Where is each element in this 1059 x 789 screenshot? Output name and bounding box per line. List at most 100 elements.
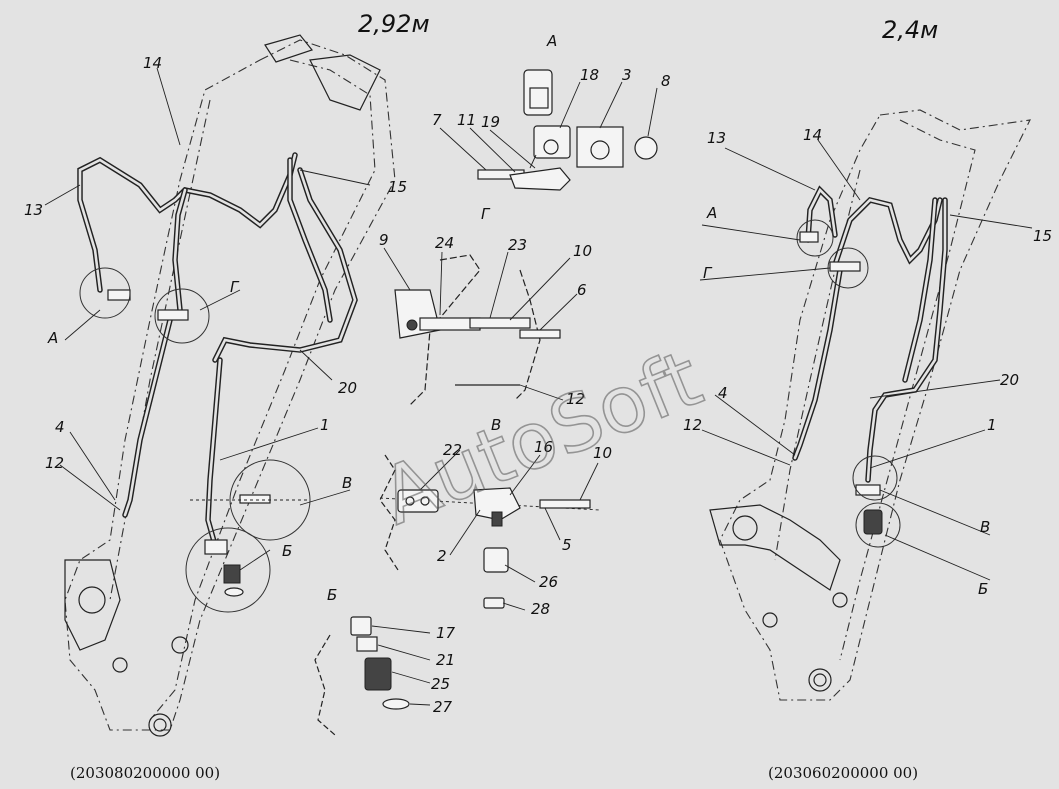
- right-boom-assembly: [699, 109, 1033, 701]
- caption-right: (203060200000 00): [768, 764, 918, 782]
- left-circle-v: [229, 459, 311, 541]
- left-mid-pin: [171, 636, 189, 654]
- label-a-8: 8: [661, 72, 671, 90]
- left-circle-g: [154, 288, 210, 344]
- title-left: 2,92м: [358, 10, 430, 38]
- title-right: 2,4м: [882, 16, 938, 44]
- detail-g-bracket-9: [394, 289, 441, 339]
- label-right-14: 14: [803, 126, 822, 144]
- left-boom-outline: [64, 39, 396, 731]
- detail-g-clamp-23: [469, 317, 531, 329]
- left-boom-top-plate: [264, 34, 314, 63]
- label-v-5: 5: [562, 536, 572, 554]
- left-boom-foot: [64, 559, 121, 651]
- label-a-19: 19: [481, 113, 500, 131]
- detail-a-cylinder-band: [529, 87, 549, 109]
- detail-g-nut: [406, 319, 418, 331]
- detail-v-bush-28: [483, 597, 505, 609]
- left-fitting-v: [239, 494, 271, 504]
- right-hose-4: [792, 267, 843, 461]
- left-bottom-pin: [148, 713, 172, 737]
- detail-b-nut-21: [356, 636, 378, 652]
- label-right-4: 4: [718, 384, 728, 402]
- left-bottom-pin-inner: [153, 718, 167, 732]
- left-hose-15: [287, 157, 333, 323]
- left-circle-b: [185, 527, 271, 613]
- label-right-v: В: [980, 518, 990, 536]
- detail-v-title: В: [491, 416, 501, 434]
- label-left-15: 15: [388, 178, 407, 196]
- right-circle-a: [796, 219, 834, 257]
- left-boom-assembly: [44, 34, 396, 737]
- label-right-1: 1: [987, 416, 997, 434]
- detail-a: А 18 3 8 7 11 19: [432, 32, 671, 191]
- right-fitting-g: [829, 261, 861, 272]
- label-left-13: 13: [24, 201, 43, 219]
- label-v-16: 16: [534, 438, 553, 456]
- right-boom-web: [774, 169, 861, 561]
- right-boom-inner: [839, 119, 976, 661]
- right-foot-hole: [732, 515, 758, 541]
- label-a-3: 3: [622, 66, 632, 84]
- label-right-g: Г: [703, 264, 713, 282]
- right-bottom-pin: [808, 668, 832, 692]
- label-v-2: 2: [437, 547, 447, 565]
- label-left-a: А: [47, 329, 58, 347]
- right-lower-pin: [762, 612, 778, 628]
- right-mid-pin: [832, 592, 848, 608]
- label-left-14: 14: [143, 54, 162, 72]
- label-g-9: 9: [379, 231, 389, 249]
- label-b-17: 17: [436, 624, 456, 642]
- detail-b-fitting-17: [350, 616, 372, 636]
- label-g-10: 10: [573, 242, 592, 260]
- label-v-10: 10: [593, 444, 612, 462]
- detail-a-body-11: [509, 167, 571, 191]
- right-labels: 13 14 А Г 15 20 4 12 1 В Б: [683, 126, 1052, 598]
- detail-v-bolt-10: [539, 499, 591, 509]
- detail-b-ring-27: [382, 698, 410, 710]
- label-left-1: 1: [320, 416, 330, 434]
- left-lower-pin: [112, 657, 128, 673]
- label-right-b: Б: [978, 580, 988, 598]
- detail-a-block-3: [576, 126, 624, 168]
- detail-g-boom-edge: [409, 254, 481, 406]
- detail-v-clamp-hole-2: [420, 496, 430, 506]
- detail-v-clamp-22: [397, 489, 439, 513]
- detail-v-clamp-hole-1: [405, 496, 415, 506]
- detail-g-title: Г: [481, 205, 491, 223]
- label-v-28: 28: [531, 600, 550, 618]
- label-v-26: 26: [539, 573, 558, 591]
- detail-v: В 22 16 10 2 5 26 28: [379, 416, 612, 618]
- left-coupling-b: [223, 564, 241, 584]
- right-circle-v: [852, 455, 898, 501]
- right-fitting-a: [799, 231, 819, 243]
- right-bottom-pin-inner: [813, 673, 827, 687]
- label-g-24: 24: [435, 234, 454, 252]
- left-circle-a: [79, 267, 131, 319]
- right-circle-b: [855, 502, 901, 548]
- detail-b-breakline: [314, 634, 336, 736]
- detail-v-stud: [491, 511, 503, 527]
- label-right-20: 20: [1000, 371, 1019, 389]
- detail-v-breakline: [379, 454, 399, 571]
- left-boom-bracket: [309, 54, 381, 111]
- label-g-23: 23: [508, 236, 527, 254]
- label-left-b: Б: [282, 542, 292, 560]
- detail-v-bracket-16: [473, 487, 521, 521]
- label-b-25: 25: [431, 675, 450, 693]
- detail-b: Б 17 21 25 27: [314, 586, 456, 736]
- label-left-v: В: [342, 474, 352, 492]
- left-hose-20: [212, 167, 358, 363]
- left-fitting-a: [107, 289, 131, 301]
- right-hose-15: [902, 197, 938, 383]
- label-a-18: 18: [580, 66, 599, 84]
- left-fitting-b: [204, 539, 228, 555]
- right-hose-14: [832, 196, 943, 268]
- detail-a-block-3-hole: [590, 140, 610, 160]
- label-g-12: 12: [566, 390, 585, 408]
- right-boom-foot: [709, 504, 841, 591]
- label-left-4: 4: [55, 418, 65, 436]
- label-g-6: 6: [577, 281, 587, 299]
- left-boom-inner: [149, 59, 376, 721]
